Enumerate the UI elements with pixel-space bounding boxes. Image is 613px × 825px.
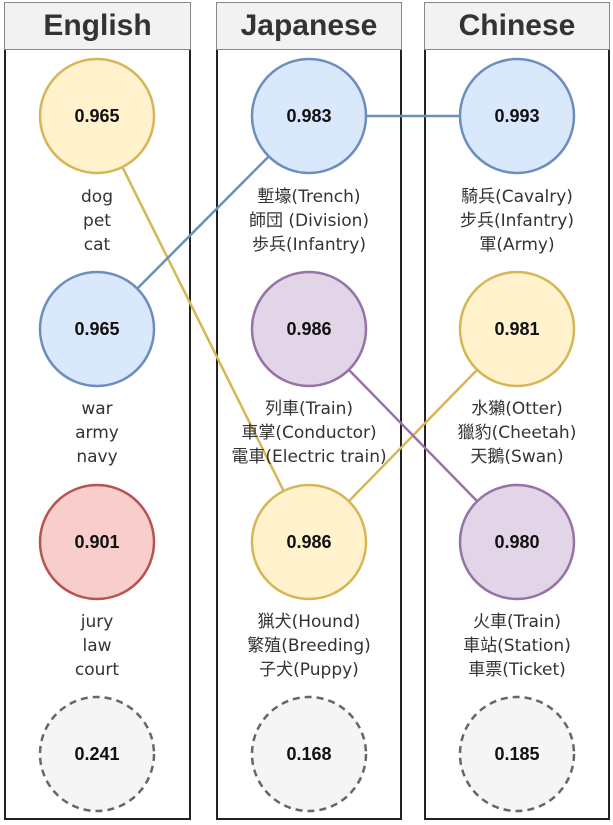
- node-circle-zh_1: [458, 57, 576, 175]
- node-ja_3: 0.986: [250, 483, 368, 601]
- word-list-zh_3: 火車(Train) 車站(Station) 車票(Ticket): [417, 610, 613, 682]
- word-zh_1-2: 軍(Army): [479, 235, 555, 255]
- node-zh_2: 0.981: [458, 270, 576, 388]
- word-en_1-0: dog: [81, 187, 113, 207]
- node-value-en_2: 0.965: [74, 319, 119, 339]
- word-ja_3-1: 繁殖(Breeding): [247, 636, 371, 656]
- word-list-en_3: jury law court: [0, 610, 197, 682]
- word-ja_1-2: 歩兵(Infantry): [252, 235, 366, 255]
- word-ja_3-2: 子犬(Puppy): [259, 660, 359, 680]
- word-ja_2-2: 電車(Electric train): [231, 447, 387, 467]
- node-value-en_1: 0.965: [74, 106, 119, 126]
- node-value-zh_3: 0.980: [494, 532, 539, 552]
- word-zh_3-2: 車票(Ticket): [468, 660, 566, 680]
- node-zh_3: 0.980: [458, 483, 576, 601]
- node-ja_2: 0.986: [250, 270, 368, 388]
- node-en_2: 0.965: [38, 270, 156, 388]
- word-list-ja_3: 猟犬(Hound) 繁殖(Breeding) 子犬(Puppy): [209, 610, 409, 682]
- node-ja_1: 0.983: [250, 57, 368, 175]
- node-circle-en_3: [38, 483, 156, 601]
- word-zh_1-0: 騎兵(Cavalry): [461, 187, 573, 207]
- word-en_3-0: jury: [80, 612, 114, 632]
- word-en_3-2: court: [74, 660, 120, 680]
- word-en_1-2: cat: [83, 235, 111, 255]
- node-circle-ja_3: [250, 483, 368, 601]
- node-circle-ja_2: [250, 270, 368, 388]
- node-value-en_4: 0.241: [74, 744, 119, 764]
- node-ja_4: 0.168: [250, 695, 368, 813]
- node-circle-en_4: [38, 695, 156, 813]
- node-circle-ja_1: [250, 57, 368, 175]
- node-value-ja_2: 0.986: [286, 319, 331, 339]
- node-value-en_3: 0.901: [74, 532, 119, 552]
- word-zh_3-1: 車站(Station): [463, 636, 571, 656]
- word-ja_2-0: 列車(Train): [264, 399, 354, 419]
- node-zh_4: 0.185: [458, 695, 576, 813]
- header-japanese: Japanese: [216, 2, 402, 50]
- word-list-en_2: war army navy: [0, 397, 197, 469]
- word-ja_3-0: 猟犬(Hound): [257, 612, 361, 632]
- word-en_1-1: pet: [83, 211, 111, 231]
- node-circle-en_1: [38, 57, 156, 175]
- word-en_2-1: army: [75, 423, 119, 443]
- node-value-zh_1: 0.993: [494, 106, 539, 126]
- node-circle-zh_4: [458, 695, 576, 813]
- word-ja_1-1: 師団 (Division): [248, 211, 370, 231]
- word-en_3-1: law: [82, 636, 112, 656]
- node-circle-en_2: [38, 270, 156, 388]
- node-value-zh_4: 0.185: [494, 744, 539, 764]
- node-value-ja_4: 0.168: [286, 744, 331, 764]
- nodes-layer: 0.965 0.965 0.901 0.241 0.983 0.986 0.986 0.168…: [38, 57, 576, 813]
- node-circle-zh_3: [458, 483, 576, 601]
- word-list-ja_2: 列車(Train) 車掌(Conductor) 電車(Electric train): [209, 397, 409, 469]
- node-en_3: 0.901: [38, 483, 156, 601]
- word-ja_1-0: 塹壕(Trench): [257, 187, 361, 207]
- word-zh_1-1: 步兵(Infantry): [460, 211, 574, 231]
- word-zh_3-0: 火車(Train): [472, 612, 562, 632]
- word-list-en_1: dog pet cat: [0, 185, 197, 257]
- word-ja_2-1: 車掌(Conductor): [241, 423, 377, 443]
- word-en_2-0: war: [81, 399, 113, 419]
- header-chinese: Chinese: [424, 2, 610, 50]
- node-value-ja_1: 0.983: [286, 106, 331, 126]
- word-en_2-2: navy: [76, 447, 118, 467]
- word-zh_2-1: 獵豹(Cheetah): [457, 423, 577, 443]
- edge-en_1-ja_3: [95, 115, 311, 543]
- node-circle-ja_4: [250, 695, 368, 813]
- node-zh_1: 0.993: [458, 57, 576, 175]
- node-circle-zh_2: [458, 270, 576, 388]
- word-list-zh_1: 騎兵(Cavalry) 步兵(Infantry) 軍(Army): [417, 185, 613, 257]
- word-list-ja_1: 塹壕(Trench) 師団 (Division) 歩兵(Infantry): [209, 185, 409, 257]
- node-en_1: 0.965: [38, 57, 156, 175]
- node-value-ja_3: 0.986: [286, 532, 331, 552]
- node-value-zh_2: 0.981: [494, 319, 539, 339]
- word-zh_2-2: 天鵝(Swan): [470, 447, 564, 467]
- word-list-zh_2: 水獺(Otter) 獵豹(Cheetah) 天鵝(Swan): [417, 397, 613, 469]
- word-zh_2-0: 水獺(Otter): [471, 399, 563, 419]
- node-en_4: 0.241: [38, 695, 156, 813]
- header-english: English: [4, 2, 191, 50]
